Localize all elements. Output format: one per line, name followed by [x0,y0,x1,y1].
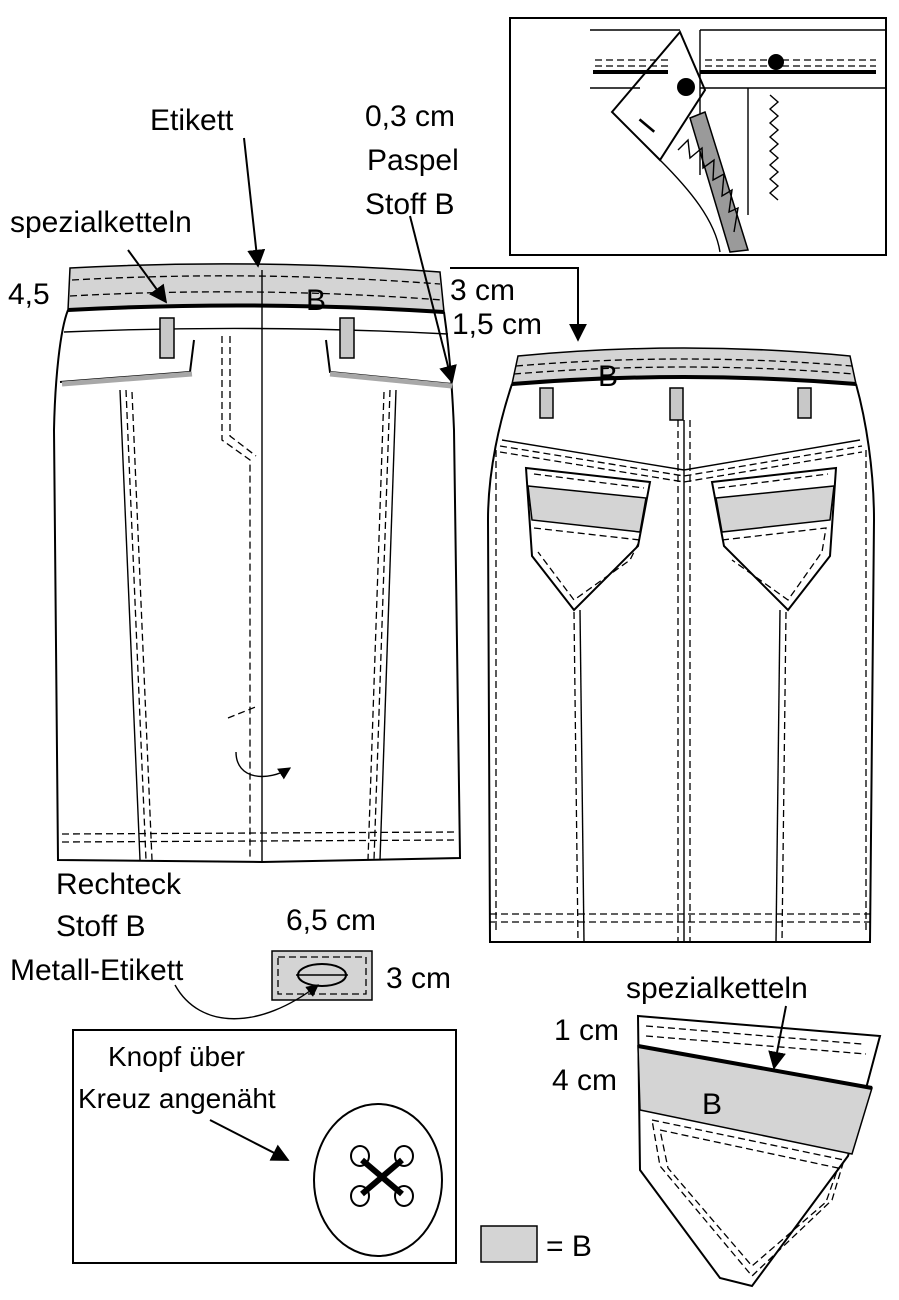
waistband-front-label: 4,5 [8,278,50,311]
waistband-back-label: 3 cm [450,274,515,307]
paspel-detail-icon: I [509,17,887,256]
paspel-width-label: 0,3 cm [365,100,455,133]
pocket-top-label: 1 cm [554,1014,619,1047]
metall-etikett-label: Metall-Etikett [10,954,184,987]
paspel-label: Paspel [367,144,459,177]
knopf-label-line1: Knopf über [108,1041,245,1072]
stoff-b-patch-label: Stoff B [56,910,146,943]
spezialketteln-label: spezialketteln [10,206,192,239]
metal-label-patch-icon [174,950,373,1020]
etikett-label: Etikett [150,104,234,137]
leader-lines [127,137,587,384]
knopf-label-line2: Kreuz angenäht [78,1083,276,1114]
back-pocket-icon [480,1005,882,1288]
pocket-spezialketteln-label: spezialketteln [626,972,808,1005]
rechteck-label: Rechteck [56,868,182,901]
waistband-back-stitch-label: 1,5 cm [452,308,542,341]
back-fabric-b-label: B [598,360,618,393]
stoff-b-label: Stoff B [365,188,455,221]
button-cross-stitched-icon [72,1029,457,1264]
pocket-fabric-b-label: B [702,1088,722,1121]
patch-height-label: 3 cm [386,962,451,995]
legend-label: = B [546,1230,592,1263]
patch-width-label: 6,5 cm [286,904,376,937]
svg-text:I: I [633,113,662,139]
pocket-band-label: 4 cm [552,1064,617,1097]
skirt-front-view-icon [52,263,462,863]
skirt-back-view-icon [486,347,876,943]
front-fabric-b-label: B [306,284,326,317]
